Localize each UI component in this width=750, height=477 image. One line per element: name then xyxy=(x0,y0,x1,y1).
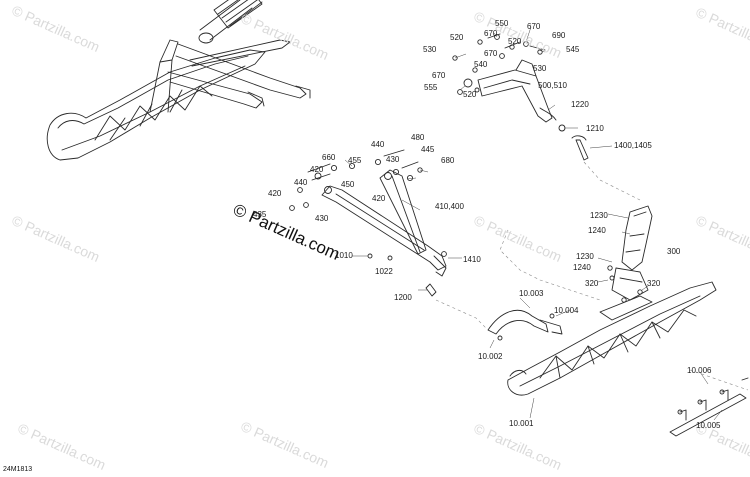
callout-670[interactable]: 670 xyxy=(484,29,498,38)
ski-and-spindle-exploded xyxy=(487,205,749,437)
callout-420[interactable]: 420 xyxy=(310,165,324,174)
callout-455[interactable]: 455 xyxy=(348,156,362,165)
callout-480[interactable]: 480 xyxy=(411,133,425,142)
callout-670[interactable]: 670 xyxy=(484,49,498,58)
upper-a-arm-exploded xyxy=(452,33,589,161)
callout-670[interactable]: 670 xyxy=(527,22,541,31)
callout-1220[interactable]: 1220 xyxy=(571,100,589,109)
diagram-code: 24M1813 xyxy=(3,466,33,473)
leader-lines xyxy=(344,26,723,421)
callout-1400-1405[interactable]: 1400,1405 xyxy=(614,141,652,150)
callout-545[interactable]: 545 xyxy=(566,45,580,54)
callout-555[interactable]: 555 xyxy=(424,83,438,92)
callout-1230[interactable]: 1230 xyxy=(576,252,594,261)
callout-1022[interactable]: 1022 xyxy=(375,267,393,276)
callout-1240[interactable]: 1240 xyxy=(573,263,591,272)
callout-520[interactable]: 520 xyxy=(450,33,464,42)
callout-680[interactable]: 680 xyxy=(441,156,455,165)
callout-500-510[interactable]: 500,510 xyxy=(538,81,567,90)
callout-10-004[interactable]: 10.004 xyxy=(554,306,579,315)
callout-530[interactable]: 530 xyxy=(533,64,547,73)
lower-a-arm-exploded xyxy=(289,149,447,297)
callout-420[interactable]: 420 xyxy=(372,194,386,203)
callout-1410[interactable]: 1410 xyxy=(463,255,481,264)
callout-1210[interactable]: 1210 xyxy=(586,124,604,133)
callout-660[interactable]: 660 xyxy=(322,153,336,162)
callout-520[interactable]: 520 xyxy=(508,37,522,46)
callout-450[interactable]: 450 xyxy=(341,180,355,189)
callout-430[interactable]: 430 xyxy=(315,214,329,223)
callout-320[interactable]: 320 xyxy=(647,279,661,288)
callout-1010[interactable]: 1010 xyxy=(335,251,353,260)
callout-410-400[interactable]: 410,400 xyxy=(435,202,464,211)
callout-430[interactable]: 430 xyxy=(386,155,400,164)
callout-445[interactable]: 445 xyxy=(421,145,435,154)
callout-1200[interactable]: 1200 xyxy=(394,293,412,302)
callout-10-002[interactable]: 10.002 xyxy=(478,352,503,361)
callout-10-003[interactable]: 10.003 xyxy=(519,289,544,298)
callout-10-006[interactable]: 10.006 xyxy=(687,366,712,375)
callout-320[interactable]: 320 xyxy=(585,279,599,288)
callout-690[interactable]: 690 xyxy=(552,31,566,40)
callout-435[interactable]: 435 xyxy=(253,210,267,219)
callout-420[interactable]: 420 xyxy=(268,189,282,198)
callout-550[interactable]: 550 xyxy=(495,19,509,28)
callout-300[interactable]: 300 xyxy=(667,247,681,256)
callout-670[interactable]: 670 xyxy=(432,71,446,80)
callout-530[interactable]: 530 xyxy=(423,45,437,54)
assembled-ski-with-suspension xyxy=(46,0,311,161)
callout-520[interactable]: 520 xyxy=(463,90,477,99)
callout-440[interactable]: 440 xyxy=(294,178,308,187)
callout-540[interactable]: 540 xyxy=(474,60,488,69)
callout-440[interactable]: 440 xyxy=(371,140,385,149)
callout-10-001[interactable]: 10.001 xyxy=(509,419,534,428)
callout-1240[interactable]: 1240 xyxy=(588,226,606,235)
callout-1230[interactable]: 1230 xyxy=(590,211,608,220)
assembly-guide-lines xyxy=(435,161,749,391)
callout-10-005[interactable]: 10.005 xyxy=(696,421,721,430)
